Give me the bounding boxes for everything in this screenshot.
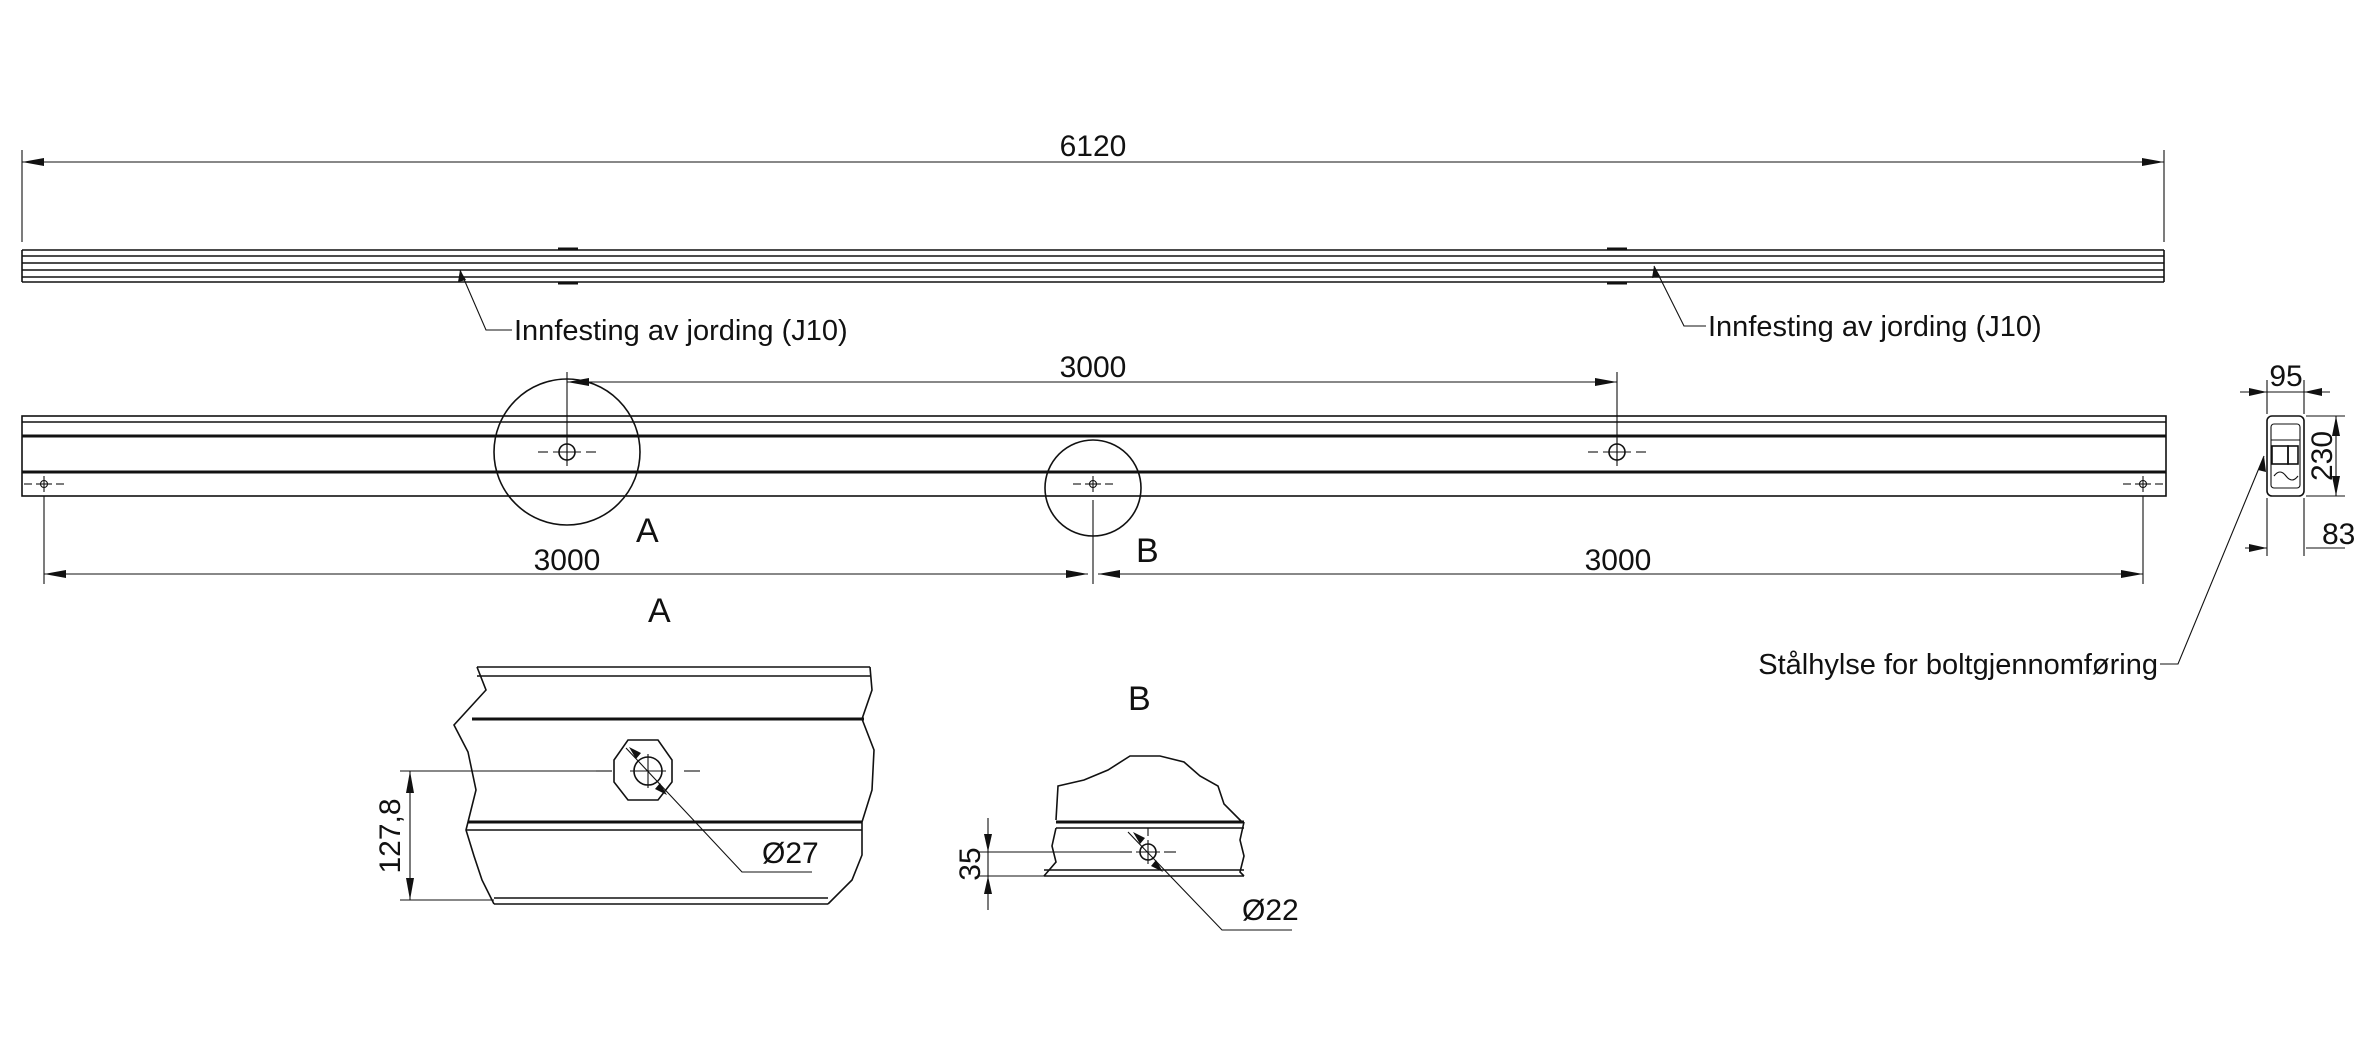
section-width-label: 95: [2269, 360, 2302, 393]
grounding-leader-left: [459, 269, 512, 331]
hole-small-left: [24, 476, 64, 492]
grounding-note-right: Innfesting av jording (J10): [1708, 311, 2042, 343]
detail-a-height-label: 127,8: [374, 798, 407, 873]
detail-b-diameter-leader: [1127, 831, 1292, 931]
detail-b-height-label: 35: [954, 847, 987, 880]
detail-a-diameter-leader: [625, 747, 812, 873]
detail-b-title: B: [1128, 680, 1151, 718]
section-lower-label: 83: [2322, 518, 2355, 551]
cross-section: 95 230 83 Stålhylse for boltgjennomførin…: [1758, 360, 2355, 681]
hole-spacing-top-label: 3000: [1060, 351, 1127, 384]
top-view: 6120 Innfesting av jording (J10) Innfest…: [21, 130, 2165, 347]
detail-b: B Ø22 35: [954, 680, 1299, 931]
detail-b-diameter-label: Ø22: [1242, 894, 1299, 927]
detail-a-diameter-label: Ø27: [762, 837, 819, 870]
overall-length-label: 6120: [1060, 130, 1127, 163]
hole-left: [538, 438, 596, 466]
side-view: 3000 A B: [21, 351, 2167, 584]
hole-small-center: [1073, 476, 1113, 492]
steel-sleeve-leader: [2160, 455, 2265, 665]
hole-small-right: [2123, 476, 2163, 492]
hole-spacing-right-label: 3000: [1585, 544, 1652, 577]
detail-a-title: A: [648, 592, 671, 630]
hole-spacing-left-label: 3000: [534, 544, 601, 577]
grounding-note-left: Innfesting av jording (J10): [514, 315, 848, 347]
circle-a-label: A: [636, 512, 659, 550]
detail-a: A Ø27 127,8: [374, 592, 875, 905]
section-height-label: 230: [2306, 431, 2339, 481]
steel-sleeve-note: Stålhylse for boltgjennomføring: [1758, 649, 2158, 681]
hole-right: [1588, 438, 1646, 466]
grounding-leader-right: [1653, 265, 1706, 327]
circle-b-label: B: [1136, 532, 1159, 570]
detail-circle-a: [493, 378, 641, 526]
